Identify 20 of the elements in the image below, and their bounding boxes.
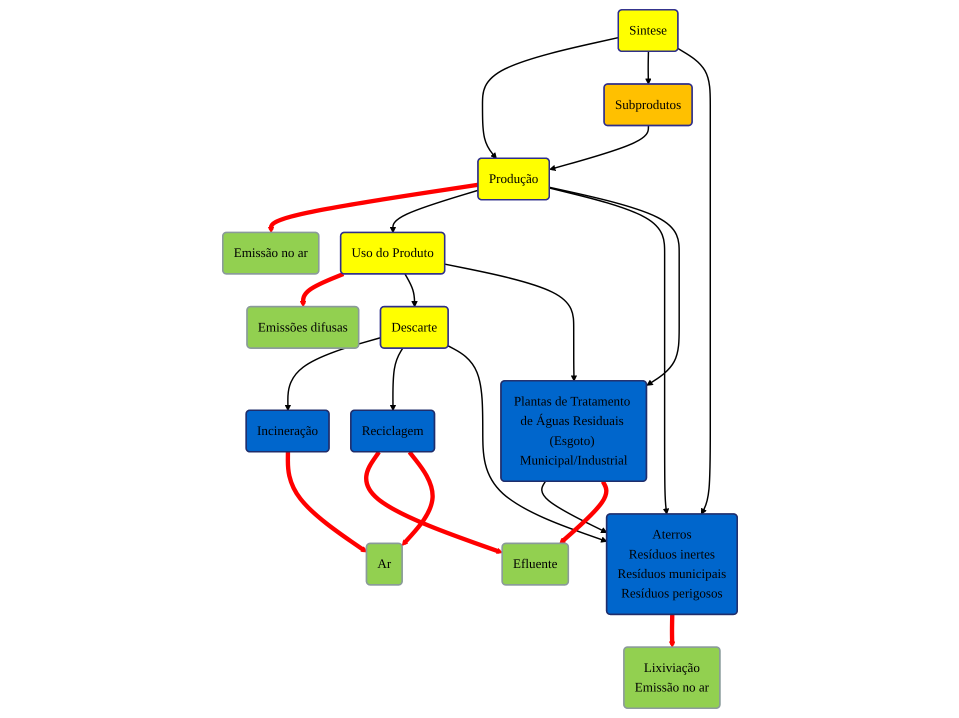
arrow (540, 481, 607, 533)
arrow (389, 348, 403, 411)
arrow (548, 187, 669, 515)
arrow (481, 36, 618, 159)
arrow (548, 186, 680, 386)
arrow (401, 450, 434, 546)
arrow (389, 190, 478, 234)
arrow (364, 450, 502, 554)
arrow (299, 272, 344, 308)
arrow (284, 336, 381, 411)
arrow (444, 263, 577, 382)
arrow (677, 48, 710, 515)
arrow (447, 345, 607, 543)
arrow (404, 274, 418, 308)
arrow (285, 452, 367, 553)
arrow (644, 52, 652, 85)
arrow (668, 614, 675, 648)
arrow (558, 480, 608, 544)
arrow (267, 182, 478, 234)
arrow (548, 126, 649, 171)
